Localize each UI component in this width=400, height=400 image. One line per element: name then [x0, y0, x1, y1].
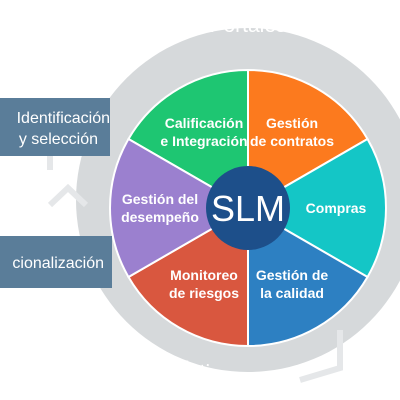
segment-calificacion: [127, 68, 249, 210]
connector-line-bottom: [299, 330, 343, 383]
segment-monitoreo-riesgos: [127, 206, 249, 348]
center-label: SLM: [211, 188, 285, 229]
side-box-racionalizacion: [0, 236, 112, 288]
side-box-identificacion-line-1: Identificación: [17, 110, 110, 127]
ring-label-top: Portales: [209, 14, 286, 37]
segments-wheel: Calificación e Integración Gestión de contr…: [109, 68, 387, 348]
center-circle: [206, 166, 290, 250]
side-box-racionalizacion-label: cionalización: [12, 255, 104, 272]
segment-compras-label-1: Compras: [306, 200, 367, 216]
segment-gestion-contratos-label-2: de contratos: [250, 133, 334, 149]
segment-gestion-desempeno-label-2: desempeño: [121, 209, 199, 225]
segment-monitoreo-riesgos-label-2: de riesgos: [169, 285, 239, 301]
connector-chevron: [47, 183, 89, 208]
segment-gestion-contratos-label-1: Gestión: [266, 115, 318, 131]
segment-gestion-calidad-label-1: Gestión de: [256, 267, 329, 283]
segment-gestion-calidad: [247, 206, 369, 348]
segment-monitoreo-riesgos-label-1: Monitoreo: [170, 267, 238, 283]
segment-gestion-desempeno: [109, 137, 251, 279]
segment-gestion-calidad-label-2: la calidad: [260, 285, 324, 301]
segment-compras: [245, 137, 387, 279]
side-box-identificacion: [0, 98, 110, 156]
side-box-identificacion-line-2: y selección: [19, 131, 98, 148]
segment-calificacion-label-1: Calificación: [165, 115, 244, 131]
segment-calificacion-label-2: e Integración: [160, 133, 247, 149]
segment-gestion-desempeno-label-1: Gestión del: [122, 191, 198, 207]
segment-gestion-contratos: [247, 68, 369, 210]
